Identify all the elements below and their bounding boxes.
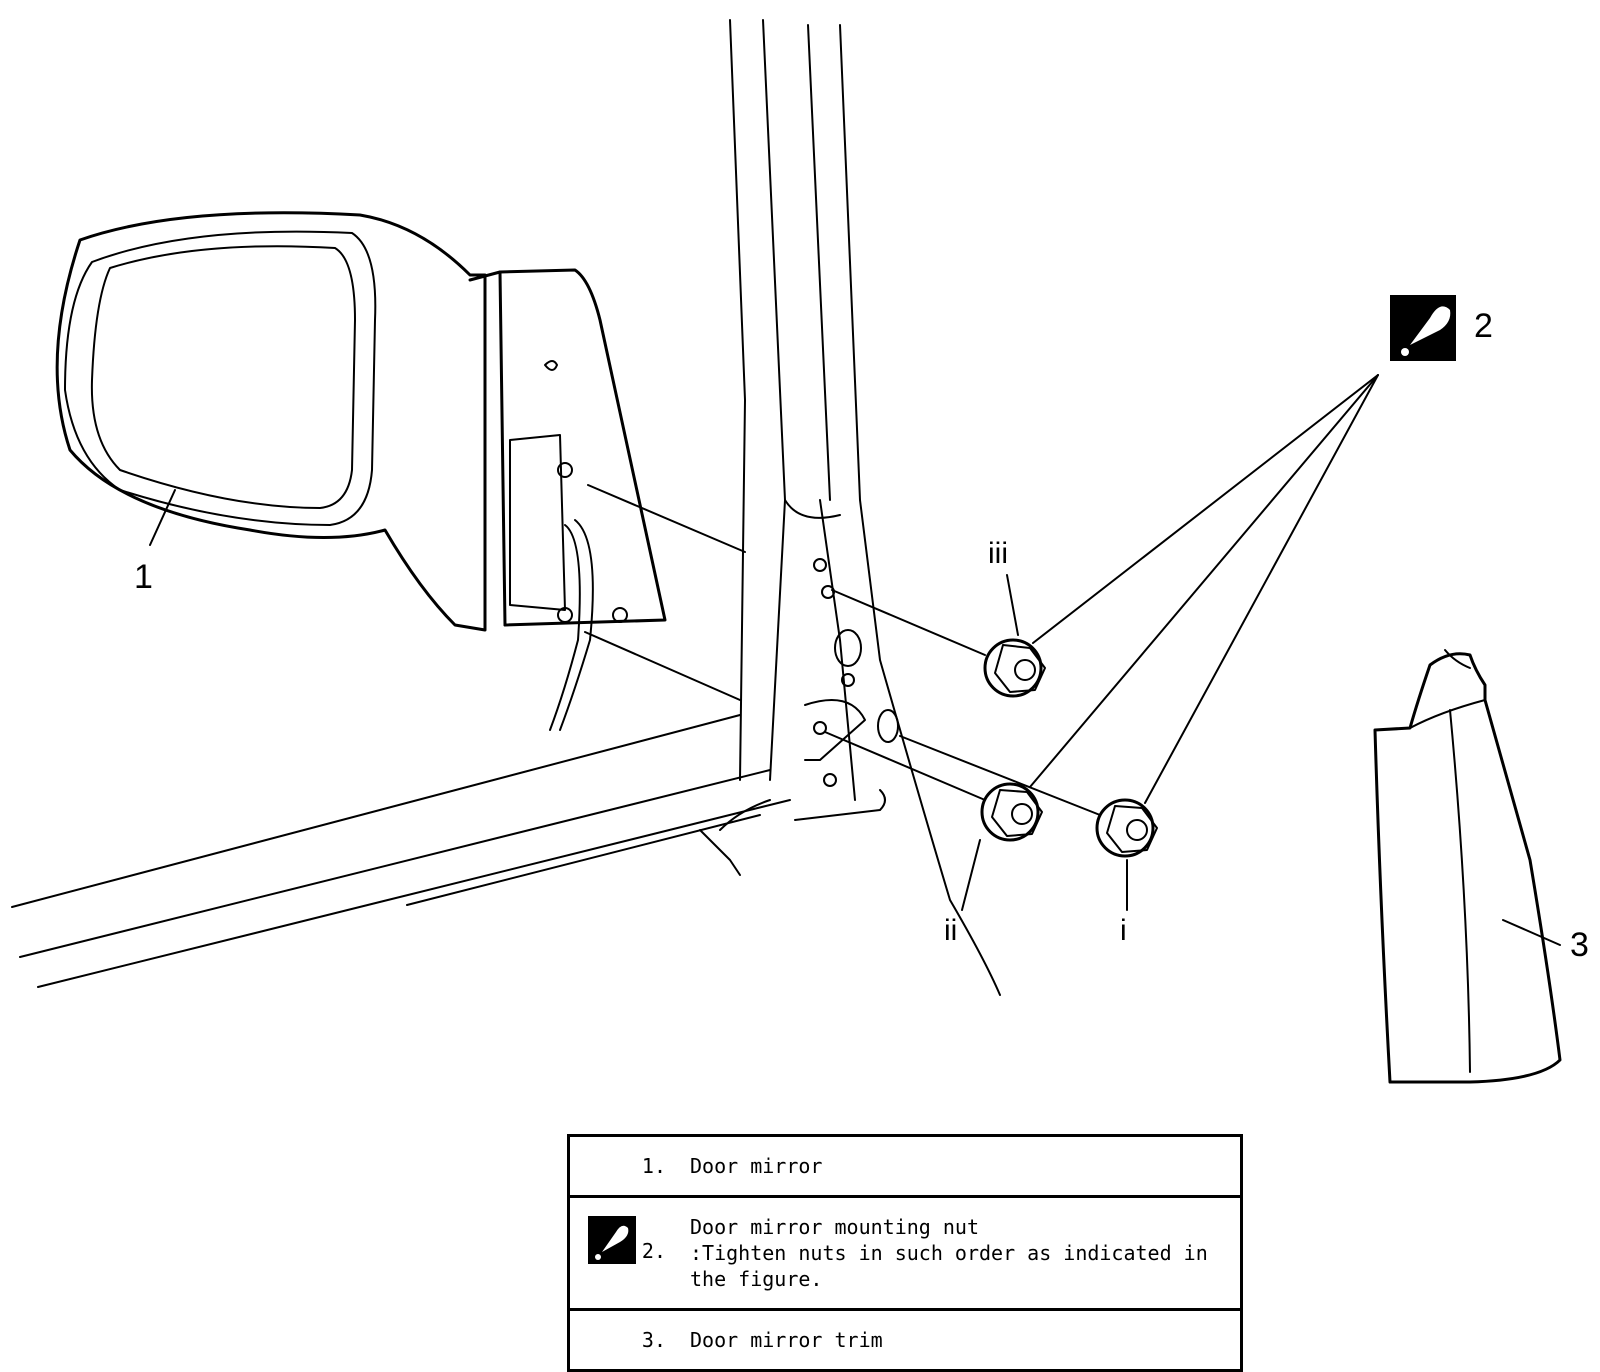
nut-ii: [980, 782, 1043, 842]
callout-2-leaders: [1029, 374, 1379, 804]
alignment-lines: [584, 484, 1101, 816]
seq-iii-leader: [1006, 574, 1019, 636]
sequence-label-iii: iii: [988, 537, 1008, 570]
legend-row-2-number: 2.: [641, 1239, 666, 1263]
legend-row-2-number-cell: 2.: [570, 1198, 690, 1280]
nut-i: [1095, 798, 1158, 858]
torque-wrench-icon: [588, 1216, 636, 1264]
door-mirror: [55, 211, 667, 731]
torque-wrench-icon: [1390, 295, 1456, 361]
legend-row-1-text: Door mirror: [690, 1154, 823, 1178]
legend-row-3: 3. Door mirror trim: [570, 1311, 1240, 1369]
seq-ii-leader: [961, 839, 981, 911]
legend-row-1: 1. Door mirror: [570, 1137, 1240, 1198]
callout-1-leader: [149, 489, 176, 546]
nut-iii: [983, 638, 1046, 698]
legend-row-2: 2. Door mirror mounting nut :Tighten nut…: [570, 1198, 1240, 1311]
sequence-label-i: i: [1120, 914, 1127, 947]
legend-row-2-text: Door mirror mounting nut: [690, 1215, 979, 1239]
legend-table: 1. Door mirror 2. Door mirror mounting n…: [567, 1134, 1243, 1372]
legend-row-3-number: 3.: [641, 1328, 666, 1352]
callout-3-leader: [1502, 919, 1561, 946]
legend-row-2-body: Door mirror mounting nut :Tighten nuts i…: [690, 1198, 1240, 1308]
door-frame: [11, 19, 1001, 996]
callout-3-label: 3: [1570, 926, 1589, 964]
callout-2-label: 2: [1474, 307, 1493, 345]
callout-1-label: 1: [134, 558, 153, 596]
legend-row-2-note: :Tighten nuts in such order as indicated…: [690, 1241, 1208, 1291]
legend-row-3-text: Door mirror trim: [690, 1328, 883, 1352]
legend-row-1-number: 1.: [641, 1154, 666, 1178]
door-mirror-trim: [1373, 649, 1562, 1084]
sequence-label-ii: ii: [944, 914, 957, 947]
